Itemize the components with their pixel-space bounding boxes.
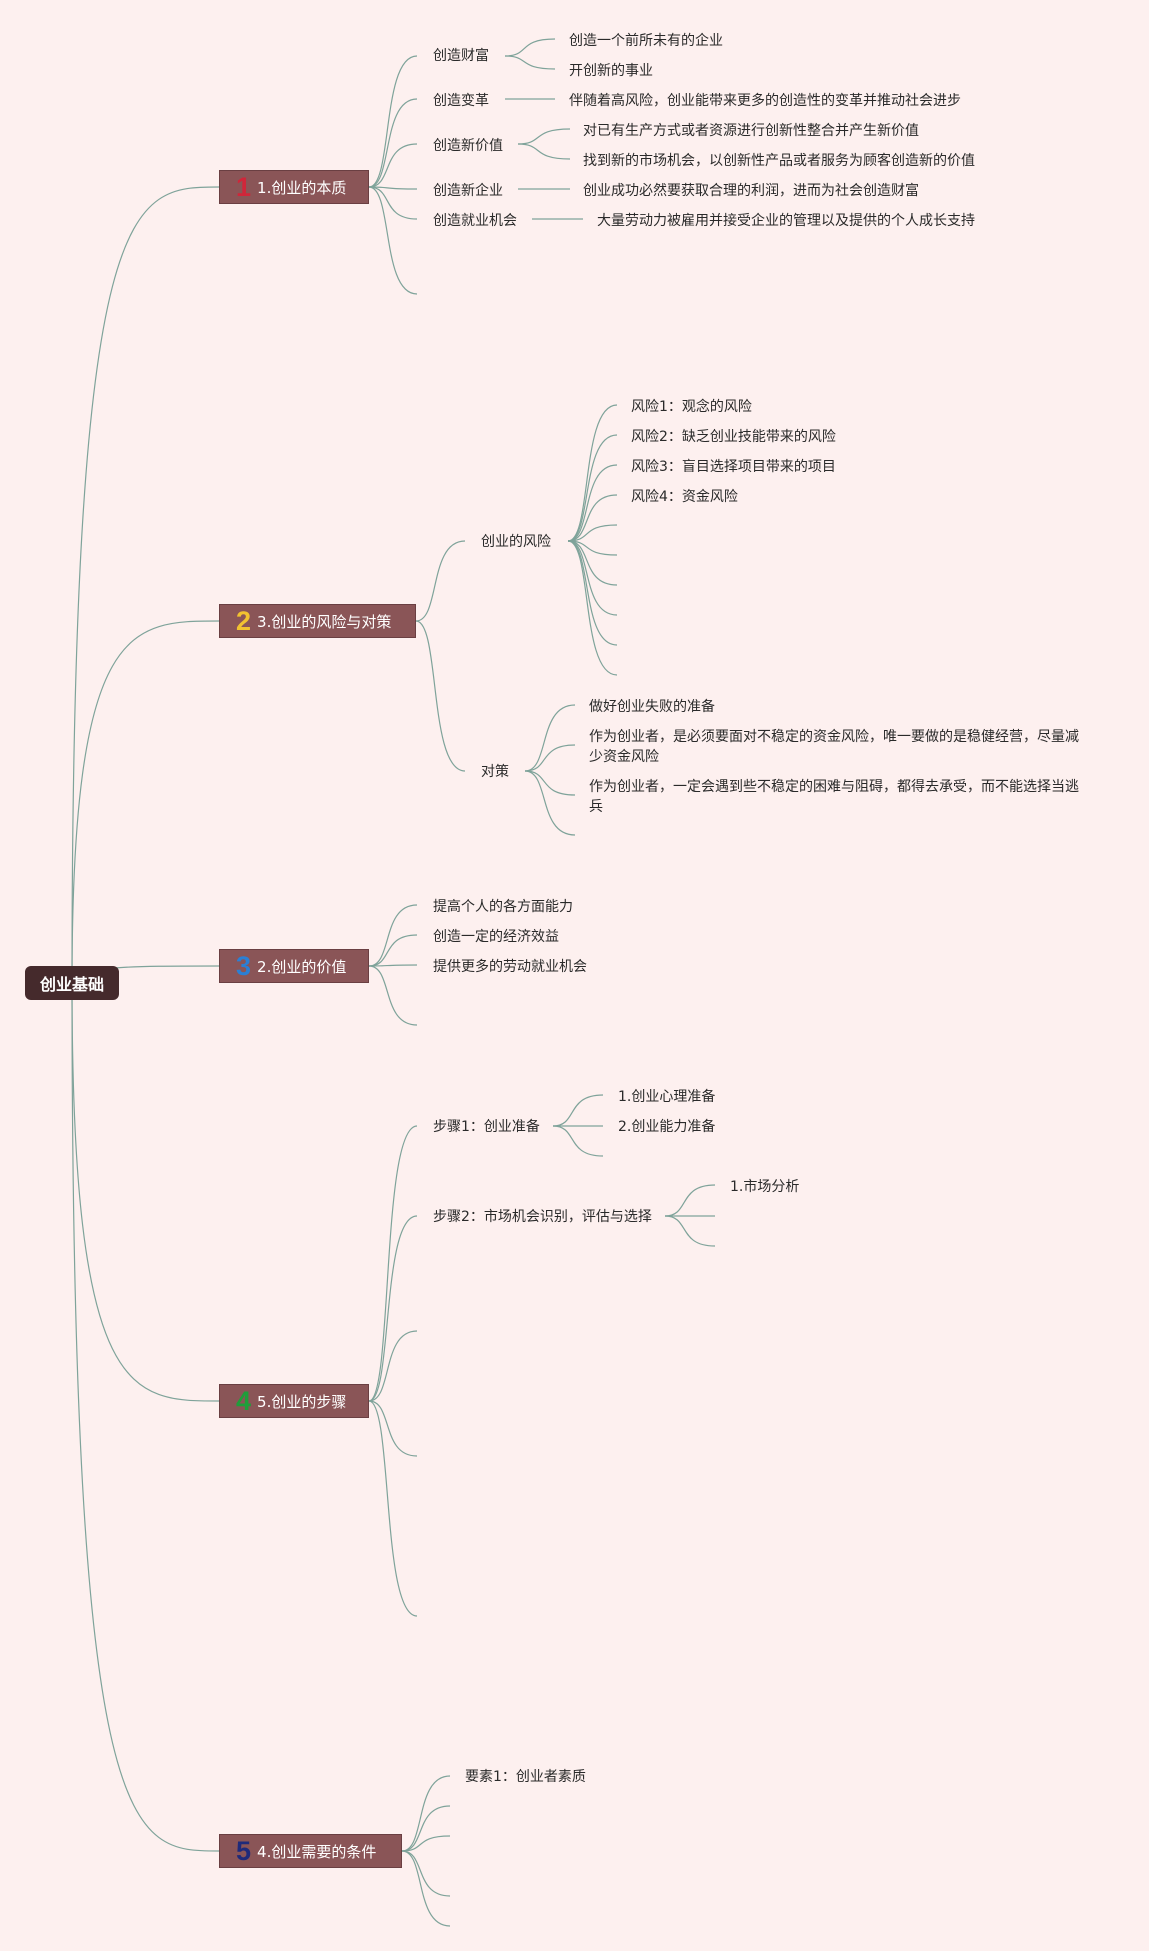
- branch-label: 1.创业的本质: [257, 178, 347, 197]
- branch-label: 3.创业的风险与对策: [257, 612, 392, 631]
- subtopic[interactable]: 开创新的事业: [569, 63, 653, 79]
- connector: [368, 1400, 418, 1617]
- branch-number-3: 3: [236, 950, 252, 981]
- branch-number-1: 1: [236, 171, 252, 202]
- topic[interactable]: 创造一定的经济效益: [433, 929, 559, 945]
- subtopic[interactable]: 2.创业能力准备: [618, 1119, 716, 1135]
- connector: [368, 98, 418, 188]
- connector: [368, 1215, 418, 1402]
- root-label: 创业基础: [39, 975, 104, 994]
- connector: [567, 524, 618, 542]
- topic-step2[interactable]: 步骤2：市场机会识别，评估与选择: [433, 1209, 652, 1225]
- connector: [415, 540, 466, 622]
- connector: [524, 770, 576, 796]
- connector: [368, 934, 418, 967]
- topic-step1[interactable]: 步骤1：创业准备: [433, 1119, 540, 1135]
- topic-risks[interactable]: 创业的风险: [481, 534, 551, 550]
- branch-number-2: 2: [236, 605, 252, 636]
- subtopic[interactable]: 伴随着高风险，创业能带来更多的创造性的变革并推动社会进步: [569, 93, 961, 109]
- connector: [368, 186, 418, 190]
- subtopic[interactable]: 做好创业失败的准备: [589, 699, 715, 715]
- connector: [368, 1125, 418, 1402]
- root-connector: [71, 982, 220, 1852]
- subtopic[interactable]: 作为创业者，是必须要面对不稳定的资金风险，唯一要做的是稳健经营，尽量减少资金风险: [589, 729, 1079, 765]
- topic[interactable]: 提高个人的各方面能力: [433, 899, 573, 915]
- connector: [504, 38, 556, 57]
- connector: [368, 964, 418, 967]
- connector: [664, 1184, 716, 1217]
- subtopic[interactable]: 大量劳动力被雇用并接受企业的管理以及提供的个人成长支持: [597, 213, 975, 229]
- branch-label: 4.创业需要的条件: [257, 1842, 377, 1861]
- subtopic[interactable]: 风险3：盲目选择项目带来的项目: [631, 459, 836, 475]
- connector: [524, 770, 576, 836]
- connector: [368, 186, 418, 220]
- connector: [415, 620, 466, 772]
- connector: [368, 186, 418, 295]
- connector: [524, 744, 576, 772]
- connector: [567, 540, 618, 676]
- topic-element1[interactable]: 要素1：创业者素质: [465, 1769, 586, 1785]
- topic-create-jobs[interactable]: 创造就业机会: [433, 213, 517, 229]
- connector: [504, 55, 556, 70]
- subtopic[interactable]: 找到新的市场机会，以创新性产品或者服务为顾客创造新的价值: [583, 153, 975, 169]
- connector: [401, 1775, 451, 1852]
- topic-create-enterprise[interactable]: 创造新企业: [433, 183, 503, 199]
- topic-create-change[interactable]: 创造变革: [433, 93, 489, 109]
- subtopic[interactable]: 风险1：观念的风险: [631, 399, 752, 415]
- root-connector: [71, 186, 220, 984]
- connector: [567, 404, 618, 542]
- branch-label: 2.创业的价值: [257, 957, 347, 976]
- subtopic[interactable]: 作为创业者，一定会遇到些不稳定的困难与阻碍，都得去承受，而不能选择当逃兵: [589, 779, 1079, 815]
- connector: [401, 1850, 451, 1897]
- connector: [517, 128, 571, 145]
- connector: [567, 540, 618, 586]
- branch-number-5: 5: [236, 1835, 252, 1866]
- connector: [567, 494, 618, 542]
- branch-risk-countermeasures[interactable]: 2 3.创业的风险与对策: [219, 604, 416, 638]
- connector: [664, 1215, 716, 1247]
- branch-value[interactable]: 3 2.创业的价值: [219, 949, 369, 983]
- subtopic[interactable]: 创造一个前所未有的企业: [569, 33, 723, 49]
- subtopic[interactable]: 风险2：缺乏创业技能带来的风险: [631, 429, 836, 445]
- subtopic[interactable]: 1.创业心理准备: [618, 1089, 716, 1105]
- topic[interactable]: 提供更多的劳动就业机会: [433, 959, 587, 975]
- root-connector: [71, 982, 220, 1402]
- connector: [524, 704, 576, 772]
- connector: [401, 1835, 451, 1852]
- connector: [552, 1094, 604, 1127]
- topic-create-wealth[interactable]: 创造财富: [433, 48, 489, 64]
- root-connector: [71, 620, 220, 984]
- connector: [567, 464, 618, 542]
- connector: [368, 965, 418, 1026]
- subtopic[interactable]: 风险4：资金风险: [631, 489, 738, 505]
- branch-number-4: 4: [236, 1385, 252, 1416]
- connector: [368, 904, 418, 967]
- connector: [517, 143, 571, 160]
- connector: [567, 434, 618, 542]
- subtopic[interactable]: 1.市场分析: [730, 1179, 800, 1195]
- connector: [368, 55, 418, 188]
- branch-label: 5.创业的步骤: [257, 1392, 347, 1411]
- connector: [567, 540, 618, 616]
- branch-conditions[interactable]: 5 4.创业需要的条件: [219, 1834, 402, 1868]
- subtopic[interactable]: 对已有生产方式或者资源进行创新性整合并产生新价值: [583, 123, 919, 139]
- subtopic[interactable]: 创业成功必然要获取合理的利润，进而为社会创造财富: [583, 183, 919, 199]
- topic-create-value[interactable]: 创造新价值: [433, 138, 503, 154]
- connector: [401, 1805, 451, 1852]
- connector: [368, 143, 418, 188]
- topic-countermeasures[interactable]: 对策: [481, 764, 509, 780]
- branch-steps[interactable]: 4 5.创业的步骤: [219, 1384, 369, 1418]
- connector: [552, 1125, 604, 1157]
- connector: [368, 1400, 418, 1457]
- root-node[interactable]: 创业基础: [25, 966, 119, 1000]
- branch-essence[interactable]: 1 1.创业的本质: [219, 170, 369, 204]
- connector: [401, 1850, 451, 1927]
- connector: [368, 1330, 418, 1402]
